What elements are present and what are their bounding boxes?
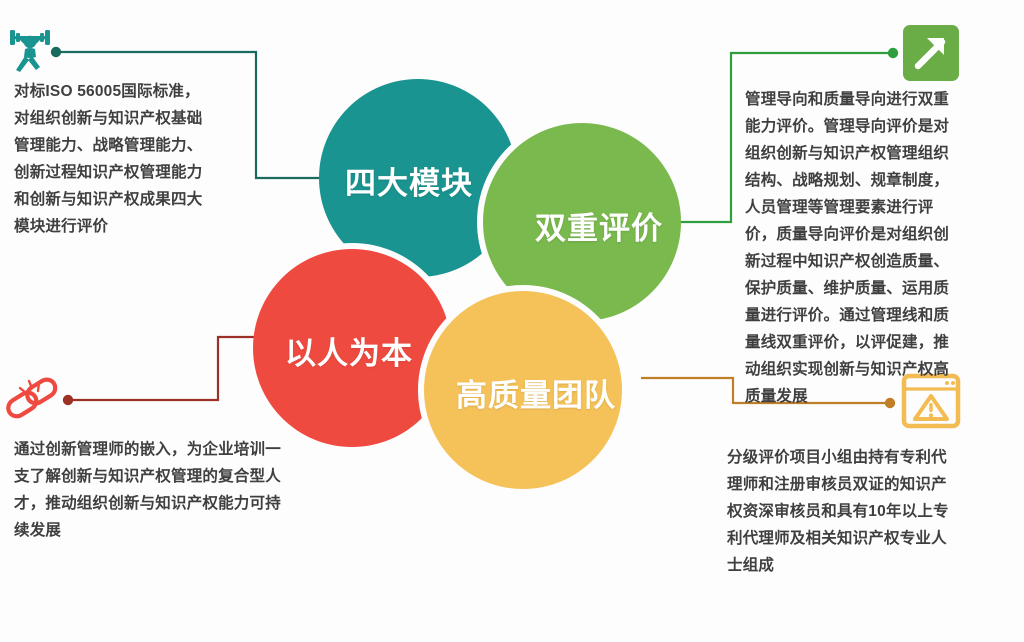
circle-label-people-oriented: 以人为本 [285, 336, 413, 371]
callout-text-top-left: 对标ISO 56005国际标准，对组织创新与知识产权基础管理能力、战略管理能力、… [14, 83, 203, 235]
callout-text-bottom-right: 分级评价项目小组由持有专利代理师和注册审核员双证的知识产权资深审核员和具有10年… [727, 449, 949, 574]
circle-label-four-modules: 四大模块 [345, 166, 473, 201]
circle-people-oriented[interactable] [253, 249, 451, 447]
circle-high-quality-team[interactable] [424, 291, 622, 489]
arrow-up-right-icon [900, 22, 962, 84]
chain-link-icon [2, 374, 62, 424]
weightlifter-icon [2, 20, 58, 76]
callout-text-bottom-left: 通过创新管理师的嵌入，为企业培训一支了解创新与知识产权管理的复合型人才，推动组织… [14, 441, 281, 539]
callout-text-top-right: 管理导向和质量导向进行双重能力评价。管理导向评价是对组织创新与知识产权管理组织结… [745, 91, 950, 405]
circle-four-modules[interactable] [319, 79, 517, 277]
circle-label-dual-evaluation: 双重评价 [535, 211, 663, 246]
warning-window-icon [900, 370, 962, 432]
circle-dual-evaluation[interactable] [483, 123, 681, 321]
circle-label-high-quality-team: 高质量团队 [456, 378, 616, 413]
